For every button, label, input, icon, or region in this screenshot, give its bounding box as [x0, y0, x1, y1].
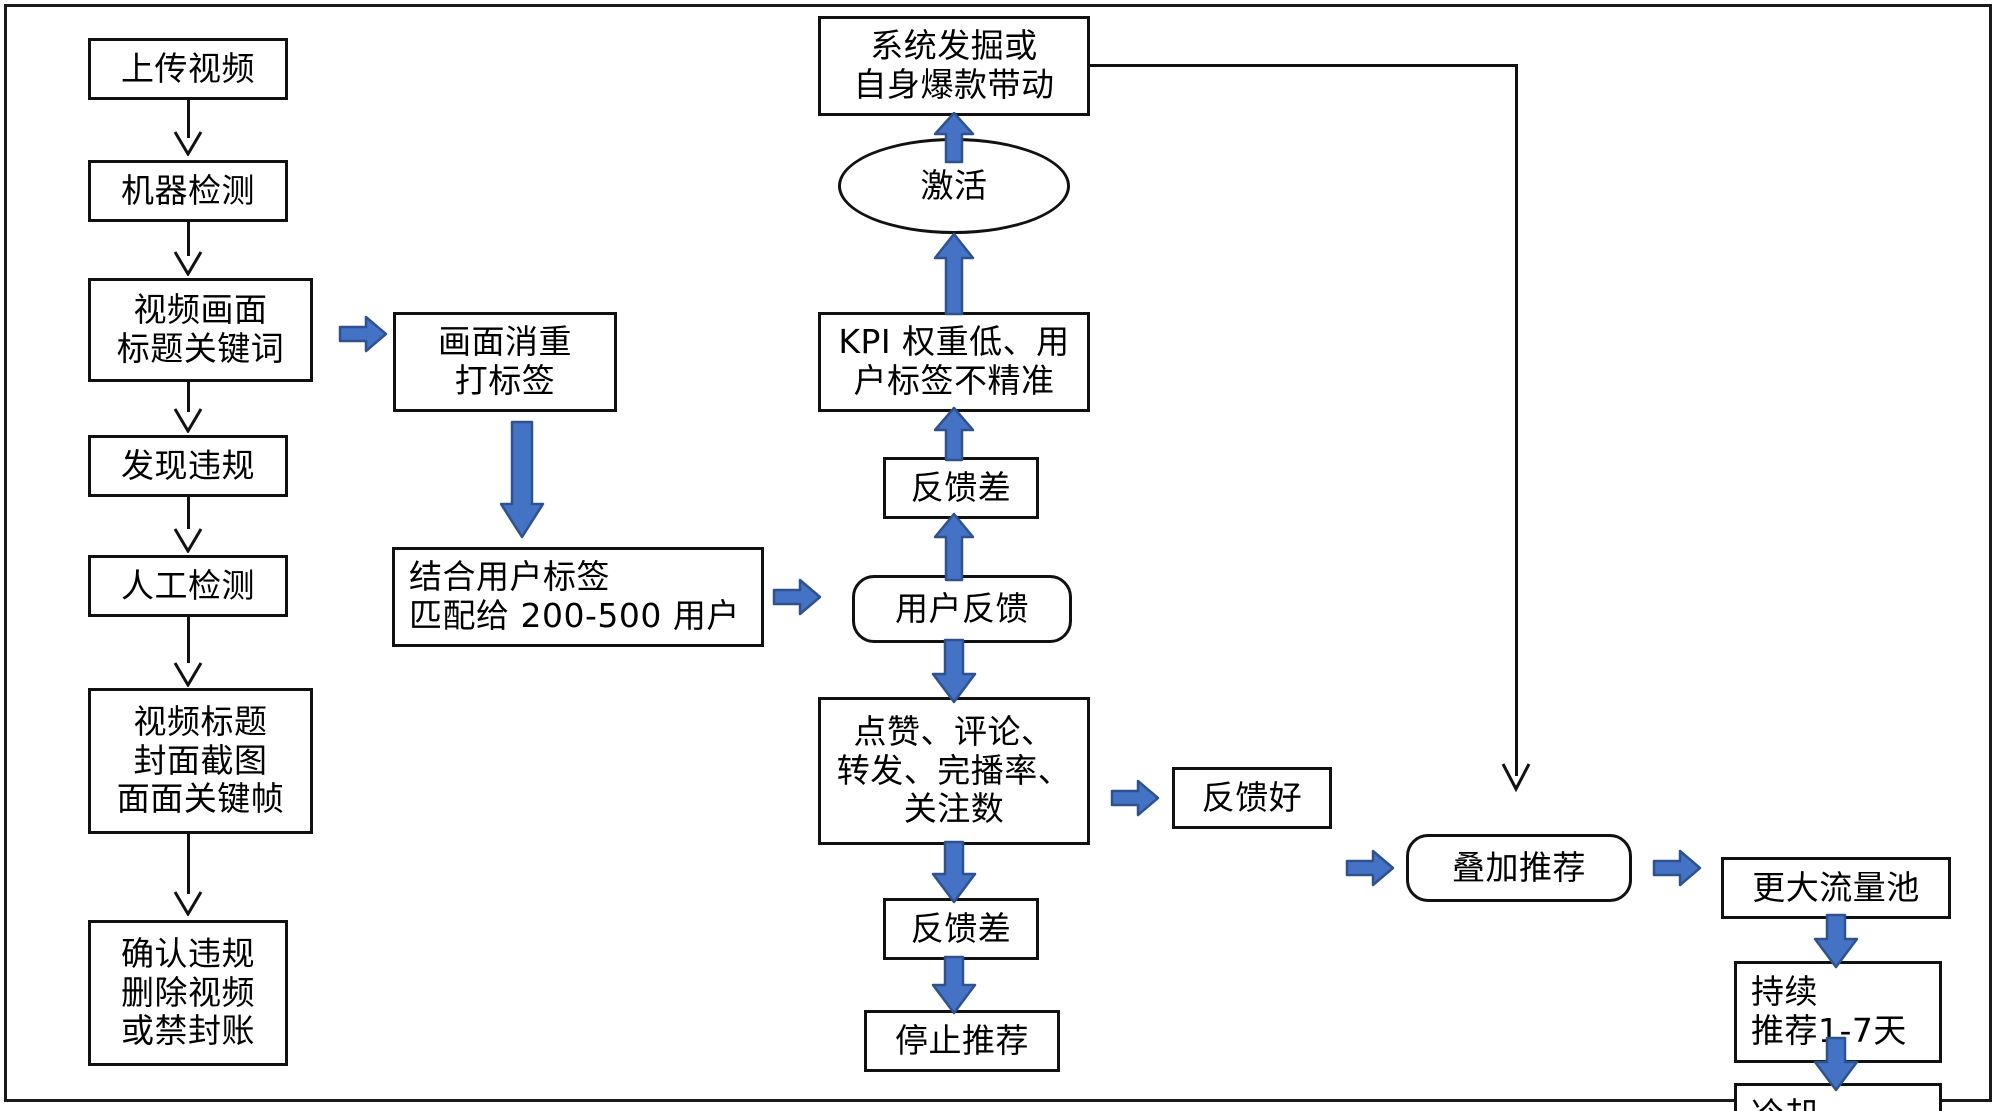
arrowhead-violation-to-manual	[173, 527, 203, 553]
arrowhead-titlecover-to-confirm	[173, 890, 203, 916]
connector-violation-to-manual	[187, 497, 190, 529]
blue-arrow-metrics-to-goodfeedback	[1110, 776, 1160, 820]
node-title-cover-keyframe[interactable]: 视频标题 封面截图 面面关键帧	[88, 688, 313, 834]
arrowhead-machine-to-keyword	[173, 250, 203, 276]
blue-arrow-userfeedback-to-metrics	[930, 638, 978, 704]
connector-manual-to-titlecover	[187, 617, 190, 663]
blue-arrow-metrics-to-badfeedback	[930, 840, 978, 904]
connector-machine-to-keyword	[187, 222, 190, 256]
node-system-discovery[interactable]: 系统发掘或 自身爆款带动	[818, 16, 1090, 116]
blue-arrow-match-to-userfeedback	[772, 575, 822, 619]
blue-arrow-kpi-to-activate	[932, 232, 976, 316]
node-user-feedback[interactable]: 用户反馈	[852, 575, 1072, 643]
blue-arrow-goodfeedback-to-boost	[1345, 846, 1395, 890]
arrowhead-manual-to-titlecover	[173, 661, 203, 687]
node-stop-recommend[interactable]: 停止推荐	[864, 1010, 1060, 1072]
blue-arrow-keyword-to-dedup	[338, 312, 388, 356]
connector-system-to-boost-horizontal	[1090, 64, 1518, 67]
connector-system-to-boost-vertical	[1515, 64, 1518, 776]
blue-arrow-badfeedback-to-kpi	[932, 406, 976, 462]
node-engagement-metrics[interactable]: 点赞、评论、 转发、完播率、 关注数	[818, 697, 1090, 845]
node-manual-review[interactable]: 人工检测	[88, 555, 288, 617]
blue-arrow-pool-to-sustain	[1812, 913, 1860, 969]
node-boost-rec[interactable]: 叠加推荐	[1406, 834, 1632, 902]
arrowhead-upload-to-machine	[173, 130, 203, 156]
node-dedup-tagging[interactable]: 画面消重 打标签	[393, 312, 617, 412]
node-bad-feedback-lower[interactable]: 反馈差	[883, 898, 1039, 960]
connector-upload-to-machine	[187, 100, 190, 138]
blue-arrow-activate-to-system	[932, 112, 976, 164]
node-frame-title-keyword[interactable]: 视频画面 标题关键词	[88, 278, 313, 382]
node-match-users[interactable]: 结合用户标签 匹配给 200-500 用户	[392, 547, 764, 647]
node-good-feedback[interactable]: 反馈好	[1172, 767, 1332, 829]
arrowhead-system-to-boost	[1501, 762, 1531, 792]
blue-arrow-badfeedback-to-stop	[930, 955, 978, 1015]
connector-titlecover-to-confirm	[187, 834, 190, 894]
blue-arrow-dedup-to-match	[498, 420, 546, 540]
blue-arrow-userfeedback-to-badfeedback	[932, 512, 976, 582]
connector-keyword-to-violation	[187, 382, 190, 412]
blue-arrow-sustain-to-cooldown	[1812, 1036, 1860, 1092]
node-machine-detect[interactable]: 机器检测	[88, 160, 288, 222]
blue-arrow-boost-to-pool	[1652, 846, 1702, 890]
node-confirm-violation[interactable]: 确认违规 删除视频 或禁封账	[88, 920, 288, 1066]
node-bad-feedback-upper[interactable]: 反馈差	[883, 457, 1039, 519]
arrowhead-keyword-to-violation	[173, 407, 203, 433]
node-violation-found[interactable]: 发现违规	[88, 435, 288, 497]
node-upload[interactable]: 上传视频	[88, 38, 288, 100]
node-kpi-low[interactable]: KPI 权重低、用 户标签不精准	[818, 312, 1090, 412]
node-bigger-pool-main[interactable]: 更大流量池	[1721, 857, 1951, 919]
